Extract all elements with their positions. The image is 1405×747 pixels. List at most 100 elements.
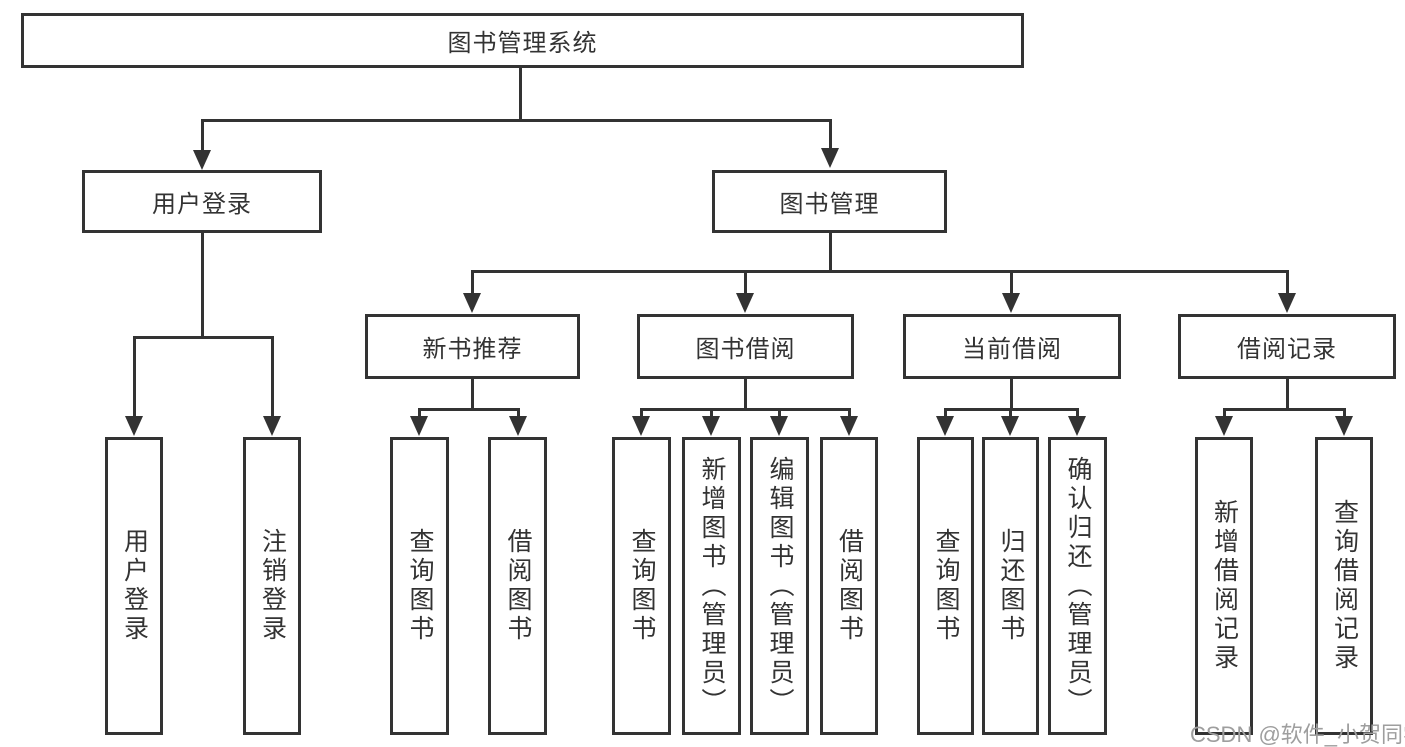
leaf-query-book-c: 查询图书: [917, 437, 974, 735]
leaf-query-book-c-label: 查询图书: [932, 528, 960, 644]
arrow-to-leaf-borrow-book-b: [840, 408, 858, 436]
connector-new-book-stem: [471, 379, 474, 411]
leaf-query-book-b-label: 查询图书: [628, 528, 656, 644]
node-user-login-label: 用户登录: [152, 191, 252, 218]
arrow-head-icon: [125, 416, 143, 436]
node-current-borrow: 当前借阅: [903, 314, 1121, 379]
arrow-shaft: [132, 336, 136, 424]
node-book-borrow: 图书借阅: [637, 314, 854, 379]
arrow-head-icon: [1001, 416, 1019, 436]
connector-root-bar: [201, 119, 832, 122]
leaf-edit-book-admin-label: 编辑图书（管理员）: [766, 455, 794, 717]
arrow-head-icon: [263, 416, 281, 436]
node-borrow-records-label: 借阅记录: [1237, 336, 1337, 363]
arrow-head-icon: [770, 416, 788, 436]
node-new-book-recommend-label: 新书推荐: [422, 336, 523, 363]
arrow-head-icon: [1335, 416, 1353, 436]
arrow-to-book-borrow: [736, 270, 754, 313]
arrow-to-leaf-confirm-return: [1068, 408, 1086, 436]
leaf-add-book-admin: 新增图书（管理员）: [682, 437, 741, 735]
arrow-head-icon: [193, 150, 211, 170]
arrow-head-icon: [1068, 416, 1086, 436]
connector-current-borrow-stem: [1010, 379, 1013, 411]
leaf-return-book-label: 归还图书: [997, 528, 1025, 644]
arrow-to-user-login: [193, 119, 211, 170]
arrow-to-leaf-edit-book: [770, 408, 788, 436]
leaf-borrow-book-a-label: 借阅图书: [504, 528, 532, 644]
connector-book-borrow-bar: [640, 408, 850, 411]
leaf-query-book-a-label: 查询图书: [406, 528, 434, 644]
arrow-shaft: [470, 270, 474, 301]
leaf-borrow-book-b: 借阅图书: [820, 437, 878, 735]
arrow-to-book-management: [821, 119, 839, 168]
arrow-shaft: [1285, 270, 1289, 301]
arrow-to-leaf-query-book-c: [936, 408, 954, 436]
node-root: 图书管理系统: [21, 13, 1024, 68]
leaf-edit-book-admin: 编辑图书（管理员）: [750, 437, 809, 735]
connector-user-login-bar: [133, 336, 274, 339]
leaf-add-borrow-record: 新增借阅记录: [1195, 437, 1253, 735]
arrow-head-icon: [840, 416, 858, 436]
arrow-to-leaf-add-record: [1215, 408, 1233, 436]
node-book-management-label: 图书管理: [779, 191, 880, 218]
arrow-shaft: [828, 119, 832, 156]
leaf-query-book-a: 查询图书: [390, 437, 449, 735]
leaf-borrow-book-b-label: 借阅图书: [835, 528, 864, 644]
node-book-borrow-label: 图书借阅: [695, 336, 796, 363]
leaf-confirm-return-admin-label: 确认归还（管理员）: [1064, 455, 1092, 717]
arrow-shaft: [743, 270, 747, 301]
arrow-shaft: [1009, 270, 1013, 301]
arrow-to-borrow-records: [1278, 270, 1296, 313]
arrow-to-leaf-user-login: [125, 336, 143, 436]
watermark: CSDN @软件_小贺同学: [1190, 722, 1405, 747]
arrow-head-icon: [736, 293, 754, 313]
arrow-shaft: [270, 336, 274, 424]
arrow-to-leaf-logout: [263, 336, 281, 436]
connector-new-book-bar: [418, 408, 520, 411]
arrow-to-current-borrow: [1002, 270, 1020, 313]
connector-user-login-stem: [201, 233, 204, 339]
leaf-logout-label: 注销登录: [258, 528, 287, 644]
arrow-to-leaf-borrow-book-a: [509, 408, 527, 436]
arrow-head-icon: [410, 416, 428, 436]
arrow-shaft: [200, 119, 204, 158]
node-root-label: 图书管理系统: [447, 30, 598, 57]
arrow-to-leaf-query-record: [1335, 408, 1353, 436]
leaf-query-book-b: 查询图书: [612, 437, 671, 735]
connector-root-stem: [519, 68, 522, 121]
arrow-head-icon: [509, 416, 527, 436]
node-new-book-recommend: 新书推荐: [365, 314, 580, 379]
connector-book-mgmt-stem: [829, 233, 832, 273]
connector-book-borrow-stem: [744, 379, 747, 411]
arrow-to-leaf-return-book: [1001, 408, 1019, 436]
arrow-head-icon: [1215, 416, 1233, 436]
arrow-to-new-book-recommend: [463, 270, 481, 313]
leaf-user-login: 用户登录: [105, 437, 163, 735]
connector-book-mgmt-bar: [471, 270, 1289, 273]
arrow-to-leaf-add-book: [702, 408, 720, 436]
leaf-return-book: 归还图书: [982, 437, 1039, 735]
node-book-management: 图书管理: [712, 170, 947, 233]
leaf-query-borrow-record-label: 查询借阅记录: [1330, 499, 1359, 673]
connector-borrow-records-stem: [1286, 379, 1289, 411]
arrow-head-icon: [1002, 293, 1020, 313]
arrow-head-icon: [632, 416, 650, 436]
arrow-head-icon: [1278, 293, 1296, 313]
leaf-user-login-label: 用户登录: [120, 528, 149, 644]
arrow-head-icon: [463, 293, 481, 313]
leaf-add-borrow-record-label: 新增借阅记录: [1210, 499, 1239, 673]
leaf-borrow-book-a: 借阅图书: [488, 437, 547, 735]
arrow-to-leaf-query-book-a: [410, 408, 428, 436]
connector-borrow-records-bar: [1223, 408, 1345, 411]
arrow-head-icon: [936, 416, 954, 436]
leaf-logout: 注销登录: [243, 437, 301, 735]
leaf-add-book-admin-label: 新增图书（管理员）: [698, 455, 726, 717]
leaf-confirm-return-admin: 确认归还（管理员）: [1048, 437, 1107, 735]
arrow-head-icon: [702, 416, 720, 436]
node-current-borrow-label: 当前借阅: [962, 336, 1062, 363]
node-borrow-records: 借阅记录: [1178, 314, 1396, 379]
arrow-to-leaf-query-book-b: [632, 408, 650, 436]
leaf-query-borrow-record: 查询借阅记录: [1315, 437, 1373, 735]
node-user-login: 用户登录: [82, 170, 322, 233]
